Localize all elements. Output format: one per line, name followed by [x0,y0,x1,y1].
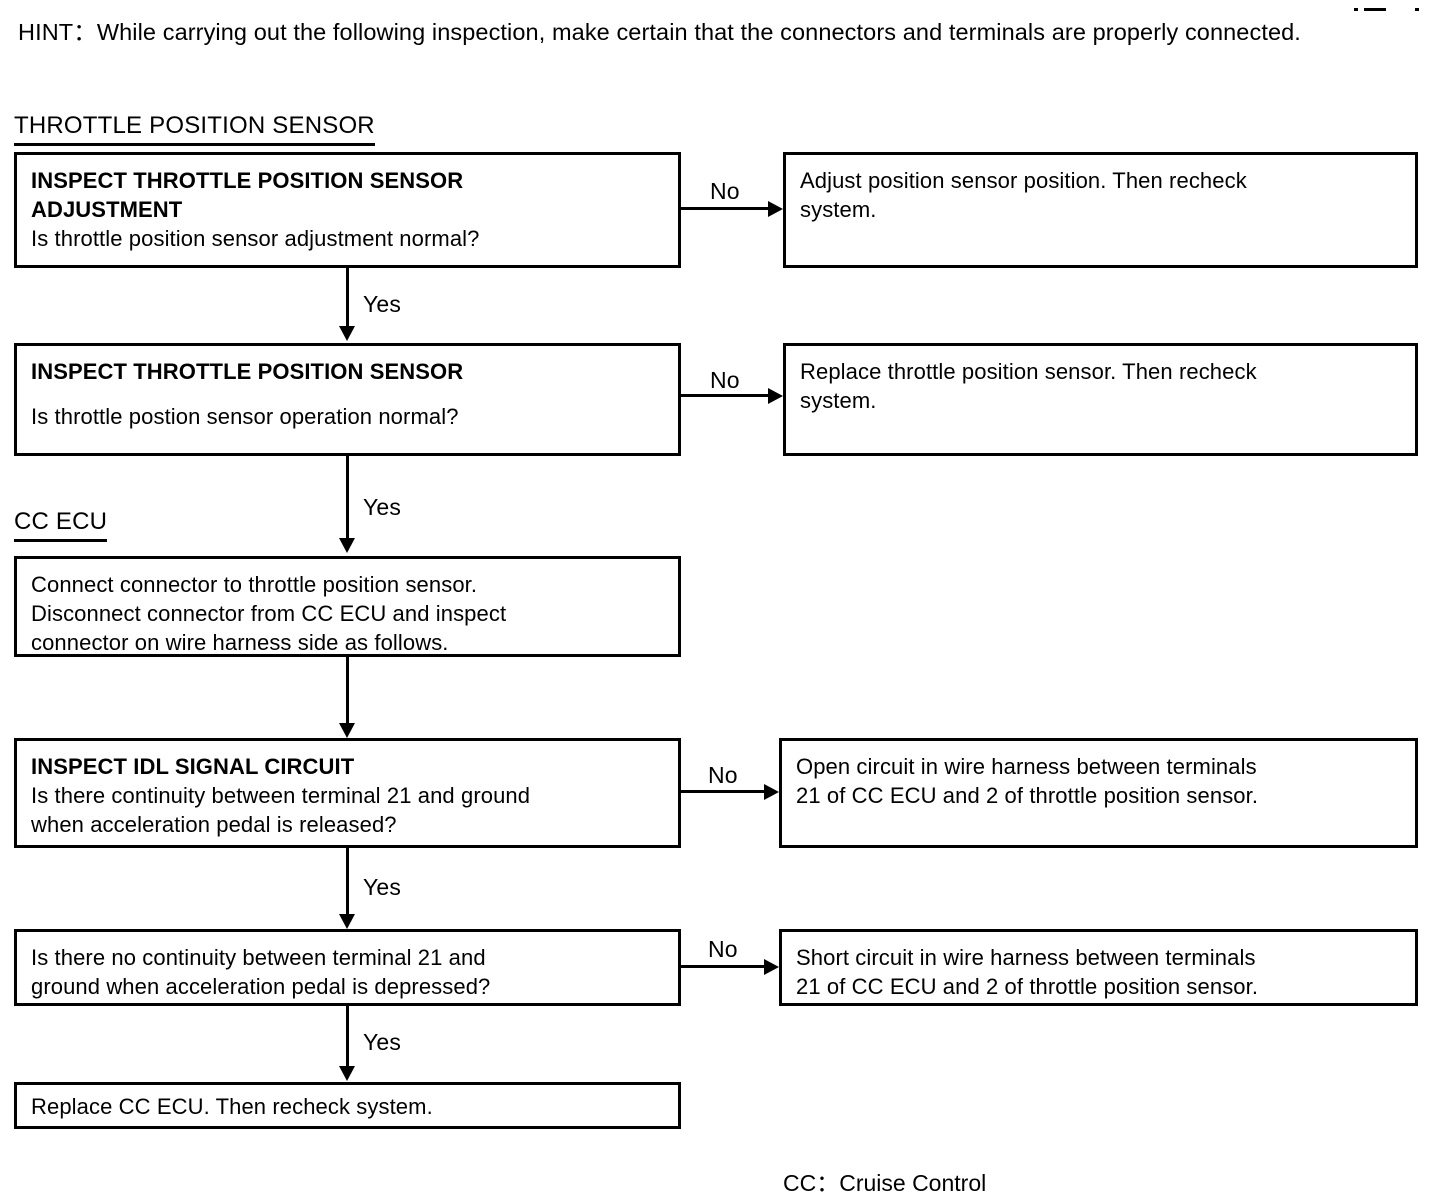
result-box-short-circuit-wire-harness: Short circuit in wire harness between te… [779,929,1418,1006]
step-box-connect-disconnect-connectors: Connect connector to throttle position s… [14,556,681,657]
connector-no-row5 [681,965,767,968]
connector-yes-row2-to-row3 [346,456,349,538]
connector-no-row2 [681,394,771,397]
edge-label-yes-row4: Yes [363,874,402,900]
edge-label-yes-row5: Yes [363,1029,402,1055]
step-body-line-3: connector on wire harness side as follow… [31,630,449,655]
arrowhead-no-row5 [764,959,779,975]
arrowhead-yes-row5 [339,1066,355,1081]
result-line-1: Adjust position sensor position. Then re… [800,168,1247,193]
section-heading-label: THROTTLE POSITION SENSOR [14,112,375,146]
connector-yes-row1-to-row2 [346,268,349,326]
connector-row3-to-row4 [346,657,349,723]
section-heading-throttle-position-sensor: THROTTLE POSITION SENSOR [14,112,375,146]
step-box-inspect-tps: INSPECT THROTTLE POSITION SENSOR Is thro… [14,343,681,456]
scan-artifact [1415,8,1419,11]
edge-label-no-row4: No [708,762,738,788]
result-line-2: 21 of CC ECU and 2 of throttle position … [796,783,1259,808]
result-box-replace-throttle-position-sensor: Replace throttle position sensor. Then r… [783,343,1418,456]
edge-label-no-row1: No [710,178,740,204]
step-heading-line-2: ADJUSTMENT [31,197,183,222]
arrowhead-row3 [339,723,355,738]
footnote-cc-abbreviation: CC：Cruise Control [783,1170,987,1196]
step-body-line-1: Replace CC ECU. Then recheck system. [31,1094,433,1119]
arrowhead-yes-row1 [339,326,355,341]
edge-label-yes-row2: Yes [363,494,402,520]
result-line-1: Replace throttle position sensor. Then r… [800,359,1257,384]
step-box-inspect-no-continuity-depressed: Is there no continuity between terminal … [14,929,681,1006]
step-question-line-2: ground when acceleration pedal is depres… [31,974,491,999]
result-box-adjust-sensor-position: Adjust position sensor position. Then re… [783,152,1418,268]
step-question-line-1: Is there continuity between terminal 21 … [31,783,531,808]
connector-no-row1 [681,207,771,210]
result-line-2: system. [800,388,877,413]
step-box-inspect-idl-signal-circuit: INSPECT IDL SIGNAL CIRCUIT Is there cont… [14,738,681,848]
result-line-2: 21 of CC ECU and 2 of throttle position … [796,974,1259,999]
step-heading-line-1: INSPECT THROTTLE POSITION SENSOR [31,359,464,384]
section-heading-cc-ecu: CC ECU [14,508,108,542]
connector-yes-row4-to-row5 [346,848,349,914]
result-line-2: system. [800,197,877,222]
step-box-inspect-tps-adjustment: INSPECT THROTTLE POSITION SENSOR ADJUSTM… [14,152,681,268]
arrowhead-yes-row4 [339,914,355,929]
edge-label-no-row5: No [708,936,738,962]
step-heading-line-1: INSPECT IDL SIGNAL CIRCUIT [31,754,355,779]
connector-yes-row5-to-row6 [346,1006,349,1066]
step-body-line-2: Disconnect connector from CC ECU and ins… [31,601,507,626]
arrowhead-yes-row2 [339,538,355,553]
edge-label-no-row2: No [710,367,740,393]
scan-artifact [1364,8,1386,11]
result-line-1: Open circuit in wire harness between ter… [796,754,1257,779]
step-heading-line-1: INSPECT THROTTLE POSITION SENSOR [31,168,464,193]
step-body-line-1: Connect connector to throttle position s… [31,572,478,597]
step-question: Is throttle postion sensor operation nor… [31,404,459,429]
result-box-open-circuit-wire-harness: Open circuit in wire harness between ter… [779,738,1418,848]
arrowhead-no-row1 [768,201,783,217]
connector-no-row4 [681,790,767,793]
result-line-1: Short circuit in wire harness between te… [796,945,1256,970]
step-question-line-1: Is there no continuity between terminal … [31,945,486,970]
step-box-replace-cc-ecu: Replace CC ECU. Then recheck system. [14,1082,681,1129]
step-question: Is throttle position sensor adjustment n… [31,226,480,251]
scan-artifact [1354,8,1358,11]
step-question-line-2: when acceleration pedal is released? [31,812,397,837]
edge-label-yes-row1: Yes [363,291,402,317]
section-heading-label: CC ECU [14,508,108,542]
arrowhead-no-row4 [764,784,779,800]
hint-text: HINT：While carrying out the following in… [18,19,1301,45]
arrowhead-no-row2 [768,388,783,404]
